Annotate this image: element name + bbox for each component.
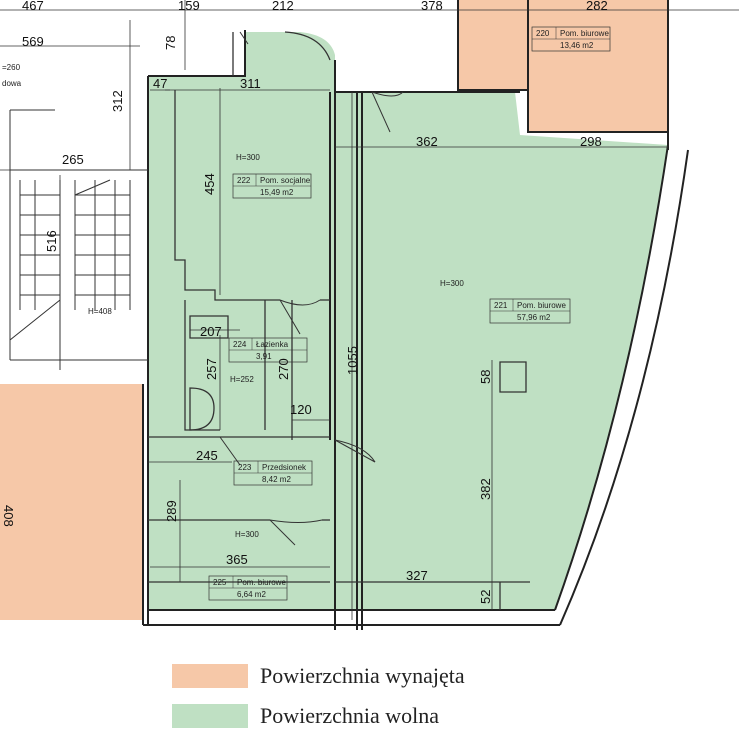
legend-free: Powierzchnia wolna: [172, 703, 592, 729]
height-label: H=300: [235, 530, 259, 539]
room-name: Pom. biurowe: [560, 29, 609, 38]
dim-78: 78: [163, 36, 178, 50]
dim-362: 362: [416, 134, 438, 149]
rented-area-room-220: [458, 0, 668, 132]
dim-311: 311: [240, 76, 261, 91]
room-label-222: 222 Pom. socjalne 15,49 m2: [232, 173, 312, 199]
height-label: H=252: [230, 375, 254, 384]
free-area: [148, 32, 668, 610]
rented-swatch: [172, 664, 248, 688]
room-number: 223: [238, 463, 252, 472]
dim-298: 298: [580, 134, 602, 149]
dim-265: 265: [62, 152, 84, 167]
room-area: 57,96 m2: [517, 313, 551, 322]
free-label: Powierzchnia wolna: [260, 703, 439, 728]
dim-516: 516: [44, 230, 59, 252]
dim-454: 454: [202, 173, 217, 195]
room-name-partial: dowa: [2, 79, 22, 88]
room-label-221: 221 Pom. biurowe 57,96 m2: [489, 298, 571, 324]
dim-52: 52: [478, 590, 493, 604]
dim-207: 207: [200, 324, 222, 339]
room-label-224: 224 Łazienka 3,91: [228, 337, 308, 363]
room-number: 220: [536, 29, 550, 38]
room-name: Pom. biurowe: [517, 301, 566, 310]
room-label-220: 220 Pom. biurowe 13,46 m2: [531, 26, 611, 52]
dim-327: 327: [406, 568, 428, 583]
room-label-225: 225 Pom. biurowe 6,64 m2: [208, 575, 288, 601]
dim-159: 159: [178, 0, 200, 13]
dim-1055: 1055: [345, 346, 360, 375]
room-number: 225: [213, 578, 227, 587]
room-name: Pom. biurowe: [237, 578, 286, 587]
height-label: H=300: [236, 153, 260, 162]
dimension-lines: [0, 0, 739, 620]
doors: [219, 31, 404, 546]
dim-58: 58: [478, 370, 493, 384]
walls: [142, 0, 689, 630]
dim-378: 378: [421, 0, 443, 13]
dim-312: 312: [110, 90, 125, 112]
dim-47: 47: [153, 76, 167, 91]
room-area: 3,91: [256, 352, 272, 361]
room-name: Pom. socjalne: [260, 176, 311, 185]
height-label: H=408: [88, 307, 112, 316]
room-name: Przedsionek: [262, 463, 307, 472]
room-label-223: 223 Przedsionek 8,42 m2: [233, 460, 313, 486]
room-number: 224: [233, 340, 247, 349]
legend-rented: Powierzchnia wynajęta: [172, 663, 592, 689]
dim-270: 270: [276, 358, 291, 380]
height-label: =260: [2, 63, 21, 72]
dim-467: 467: [22, 0, 44, 13]
rented-label: Powierzchnia wynajęta: [260, 663, 465, 688]
dim-365: 365: [226, 552, 248, 567]
room-number: 222: [237, 176, 251, 185]
height-label: H=300: [440, 279, 464, 288]
room-area: 6,64 m2: [237, 590, 266, 599]
rented-area-left: [0, 384, 143, 620]
dim-212: 212: [272, 0, 294, 13]
room-area: 13,46 m2: [560, 41, 594, 50]
room-area: 8,42 m2: [262, 475, 291, 484]
dim-408: 408: [1, 505, 16, 527]
staircase: [9, 109, 148, 370]
room-name: Łazienka: [256, 340, 289, 349]
floor-plan: 467 159 212 378 282 569 78 47 311 312 26…: [0, 0, 739, 630]
dim-282: 282: [586, 0, 608, 13]
dim-569: 569: [22, 34, 44, 49]
dim-120: 120: [290, 402, 312, 417]
room-area: 15,49 m2: [260, 188, 294, 197]
room-number: 221: [494, 301, 508, 310]
dim-382: 382: [478, 478, 493, 500]
dim-245: 245: [196, 448, 218, 463]
free-swatch: [172, 704, 248, 728]
dim-289: 289: [164, 500, 179, 522]
dim-257: 257: [204, 358, 219, 380]
